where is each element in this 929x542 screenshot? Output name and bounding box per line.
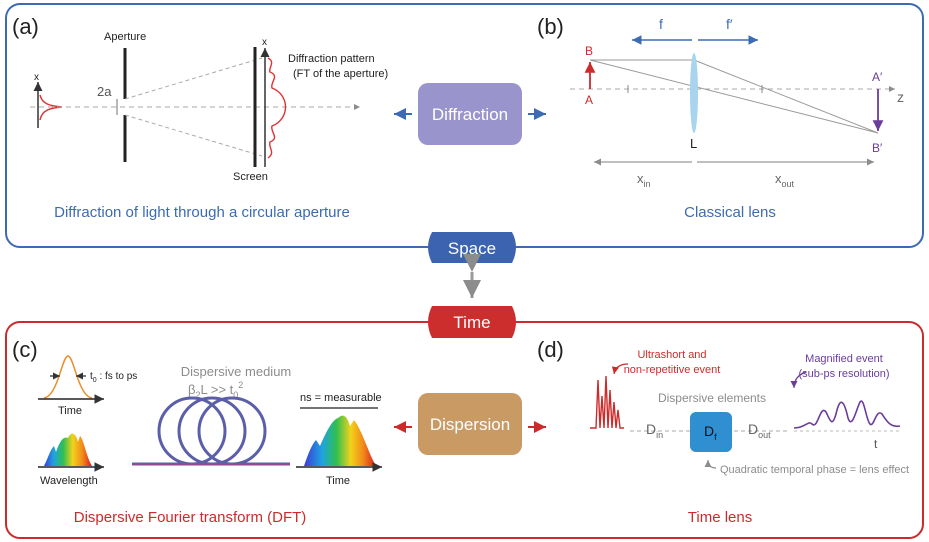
b-L-label: L xyxy=(690,136,697,151)
c-wavelength-label: Wavelength xyxy=(40,475,98,487)
d-magnified-line1: Magnified event xyxy=(805,353,883,365)
c-t0-label: t0 : fs to ps xyxy=(90,371,137,384)
a-pattern-line1: Diffraction pattern xyxy=(288,53,375,65)
b-Aprime-label: A′ xyxy=(872,70,883,84)
b-B-label: B xyxy=(585,44,593,58)
b-ray-center xyxy=(589,59,879,134)
a-caption: Diffraction of light through a circular … xyxy=(54,204,350,221)
d-magnified-pointer xyxy=(790,371,807,389)
d-output-event xyxy=(793,400,901,429)
b-caption: Classical lens xyxy=(684,204,776,221)
dispersion-label: Dispersion xyxy=(430,415,510,434)
b-z-label: z xyxy=(897,89,904,105)
d-Df-label: Df xyxy=(704,423,717,442)
d-ultrashort-pointer xyxy=(611,363,629,375)
d-ultrashort-line2: non-repetitive event xyxy=(624,364,721,376)
a-ray-top xyxy=(124,57,263,100)
time-badge-label: Time xyxy=(453,313,490,332)
dispersion-box xyxy=(418,393,522,455)
b-Bprime-label: B′ xyxy=(872,141,883,155)
d-quadratic-pointer xyxy=(704,459,717,469)
a-screen-x-label: x xyxy=(262,37,267,48)
panel-d-label: (d) xyxy=(537,337,564,362)
d-input-event xyxy=(590,375,624,429)
c-input-spectrum xyxy=(44,433,92,466)
a-ray-bottom xyxy=(124,114,263,157)
time-badge xyxy=(428,306,516,338)
d-quadratic-label: Quadratic temporal phase = lens effect xyxy=(720,464,909,476)
d-magnified-line2: (sub-ps resolution) xyxy=(798,368,889,380)
b-xin-label: xin xyxy=(637,171,651,189)
c-ns-label: ns = measurable xyxy=(300,392,382,404)
space-badge-label: Space xyxy=(448,239,496,258)
space-badge xyxy=(428,232,516,263)
b-fprime-label: f′ xyxy=(726,16,733,32)
d-elements-label: Dispersive elements xyxy=(658,391,766,405)
panel-c-label: (c) xyxy=(12,337,38,362)
c-time-label: Time xyxy=(58,405,82,417)
panel-a-label: (a) xyxy=(12,14,39,39)
c-input-pulse xyxy=(43,355,93,399)
b-lens xyxy=(690,53,698,133)
a-diffraction-pattern xyxy=(267,57,287,159)
c-output-time-label: Time xyxy=(326,475,350,487)
c-fiber-loop-2 xyxy=(177,396,247,466)
a-2a-label: 2a xyxy=(97,84,112,99)
b-A-label: A xyxy=(585,93,593,107)
c-beta-label: β2L >> t02 xyxy=(188,380,243,400)
c-output-spectrum xyxy=(304,415,376,466)
a-pattern-line2: (FT of the aperture) xyxy=(293,68,388,80)
d-t-label: t xyxy=(874,437,878,451)
a-screen-label: Screen xyxy=(233,171,268,183)
b-xout-label: xout xyxy=(775,171,795,189)
c-caption: Dispersive Fourier transform (DFT) xyxy=(74,509,307,526)
b-f-label: f xyxy=(659,16,663,32)
d-Dout-label: Dout xyxy=(748,421,771,440)
d-Din-label: Din xyxy=(646,421,663,440)
c-medium-label: Dispersive medium xyxy=(181,364,292,379)
b-ray-focal xyxy=(693,59,879,134)
d-ultrashort-line1: Ultrashort and xyxy=(637,349,706,361)
panel-b-label: (b) xyxy=(537,14,564,39)
diffraction-box xyxy=(418,83,522,145)
d-Df-box xyxy=(690,412,732,452)
c-fiber-loop-3 xyxy=(197,396,267,466)
a-aperture-label: Aperture xyxy=(104,31,146,43)
d-caption: Time lens xyxy=(688,509,752,526)
diffraction-label: Diffraction xyxy=(432,105,508,124)
a-x-label: x xyxy=(34,72,39,83)
c-fiber-loop-1 xyxy=(157,396,227,466)
